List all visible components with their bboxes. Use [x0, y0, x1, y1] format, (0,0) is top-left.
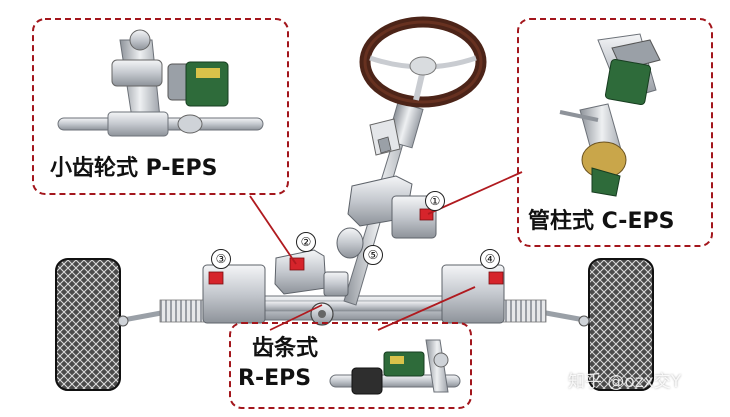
marker-1: ① [425, 191, 445, 211]
right-tire [588, 258, 654, 391]
rack-eps-illustration [329, 339, 461, 395]
pinion-eps-illustration [57, 29, 264, 137]
pinion-eps-label: 小齿轮式 P-EPS [50, 156, 218, 181]
marker-4: ④ [480, 249, 500, 269]
rack-eps-label-line2: R-EPS [238, 366, 312, 391]
marker-2: ② [296, 232, 316, 252]
marker-5: ⑤ [363, 245, 383, 265]
callout-frames [32, 18, 713, 409]
left-tire [55, 258, 121, 391]
steering-wheel [359, 16, 487, 108]
rack-housing [159, 264, 547, 326]
steering-column [274, 101, 437, 306]
watermark: 知乎 @ozx交Y [568, 372, 682, 392]
column-eps-label: 管柱式 C-EPS [528, 209, 675, 234]
rack-eps-label-line1: 齿条式 [252, 336, 319, 361]
marker-3: ③ [211, 249, 231, 269]
column-eps-illustration [559, 33, 661, 197]
